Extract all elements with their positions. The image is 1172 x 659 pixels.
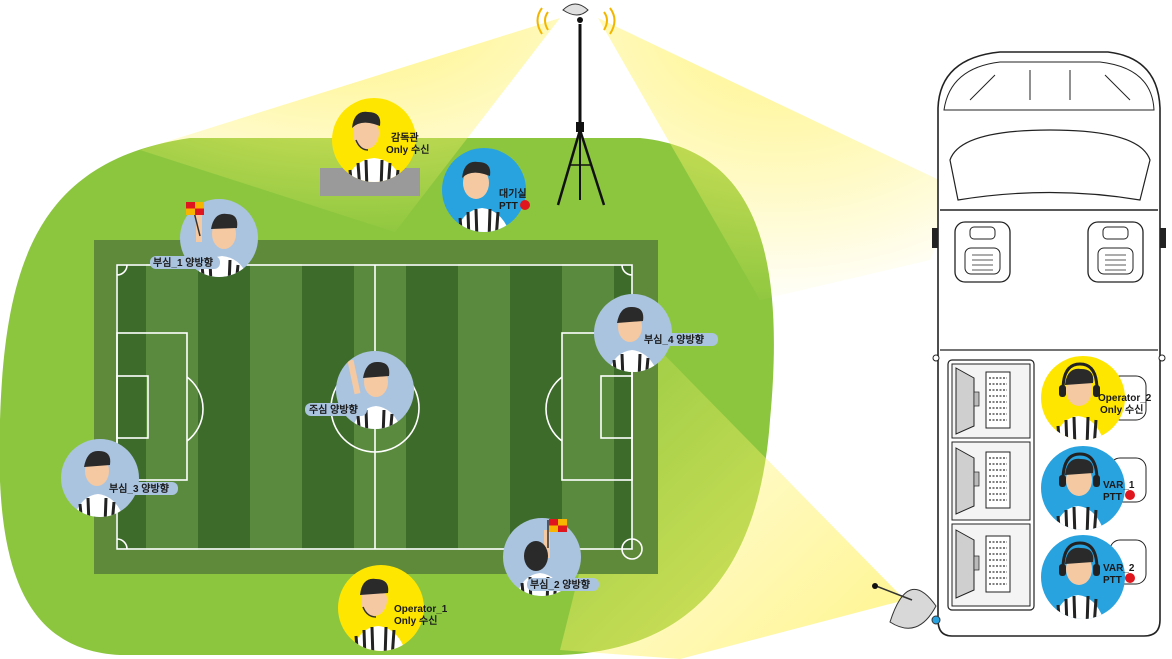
var-2-label-1: VAR_2 (1103, 563, 1135, 574)
main-referee-label: 주심 양방향 (309, 403, 359, 416)
director-label-2: Only 수신 (386, 143, 429, 156)
workstation-desk (947, 359, 1035, 611)
assistant-4-avatar: 부심_4 양방향 (594, 294, 718, 372)
workstation-1 (951, 363, 1031, 439)
main-referee-pill (305, 403, 367, 416)
operator-2-label-2: Only 수신 (1100, 403, 1143, 416)
headset-icon (1061, 362, 1099, 391)
headset-icon (1061, 452, 1099, 481)
director-avatar: 감독관 Only 수신 (332, 98, 429, 182)
workstation-2 (951, 441, 1031, 521)
var-2-avatar: VAR_2 PTT (1041, 535, 1135, 619)
operator-1-label-1: Operator_1 (394, 604, 448, 615)
operator-2-avatar: Operator_2 Only 수신 (1041, 356, 1152, 440)
assistant-2-avatar: 부심_2 양방향 (503, 518, 599, 596)
workstation-3 (951, 523, 1031, 607)
assistant-2-label: 부심_2 양방향 (530, 578, 591, 591)
assistant-3-label: 부심_3 양방향 (109, 482, 170, 495)
antenna-tower-icon (536, 3, 616, 206)
assistant-1-pill (150, 256, 220, 269)
beam-right (598, 18, 960, 300)
assistant-3-avatar: 부심_3 양방향 (61, 439, 178, 517)
assistant-4-label: 부심_4 양방향 (644, 333, 705, 346)
seat-right (1087, 221, 1144, 283)
operator-1-avatar: Operator_1 Only 수신 (338, 565, 448, 651)
assistant-3-pill (106, 482, 178, 495)
assistant-1-label: 부심_1 양방향 (153, 256, 214, 269)
assistant-flag-icon (547, 519, 567, 548)
operator-1-label-2: Only 수신 (394, 614, 437, 627)
var-1-label-1: VAR_1 (1103, 480, 1135, 491)
headset-icon (1061, 541, 1099, 570)
assistant-4-pill (640, 333, 718, 346)
var-1-avatar: VAR_1 PTT (1041, 446, 1135, 530)
satellite-dish-icon (872, 583, 941, 629)
director-label-1: 감독관 (391, 131, 419, 144)
broadcast-van-icon (932, 51, 1166, 637)
var-2-label-2: PTT (1103, 575, 1122, 586)
assistant-2-pill (527, 578, 599, 591)
waiting-room-avatar: 대기실 PTT (442, 148, 530, 232)
seat-left (954, 221, 1011, 283)
ptt-indicator (1125, 573, 1135, 583)
assistant-flag-icon (186, 202, 204, 237)
waiting-label-2: PTT (499, 201, 518, 212)
operator-2-label-1: Operator_2 (1098, 393, 1152, 404)
waiting-label-1: 대기실 (499, 187, 527, 200)
ptt-indicator (520, 200, 530, 210)
ptt-indicator (1125, 490, 1135, 500)
var-1-label-2: PTT (1103, 492, 1122, 503)
